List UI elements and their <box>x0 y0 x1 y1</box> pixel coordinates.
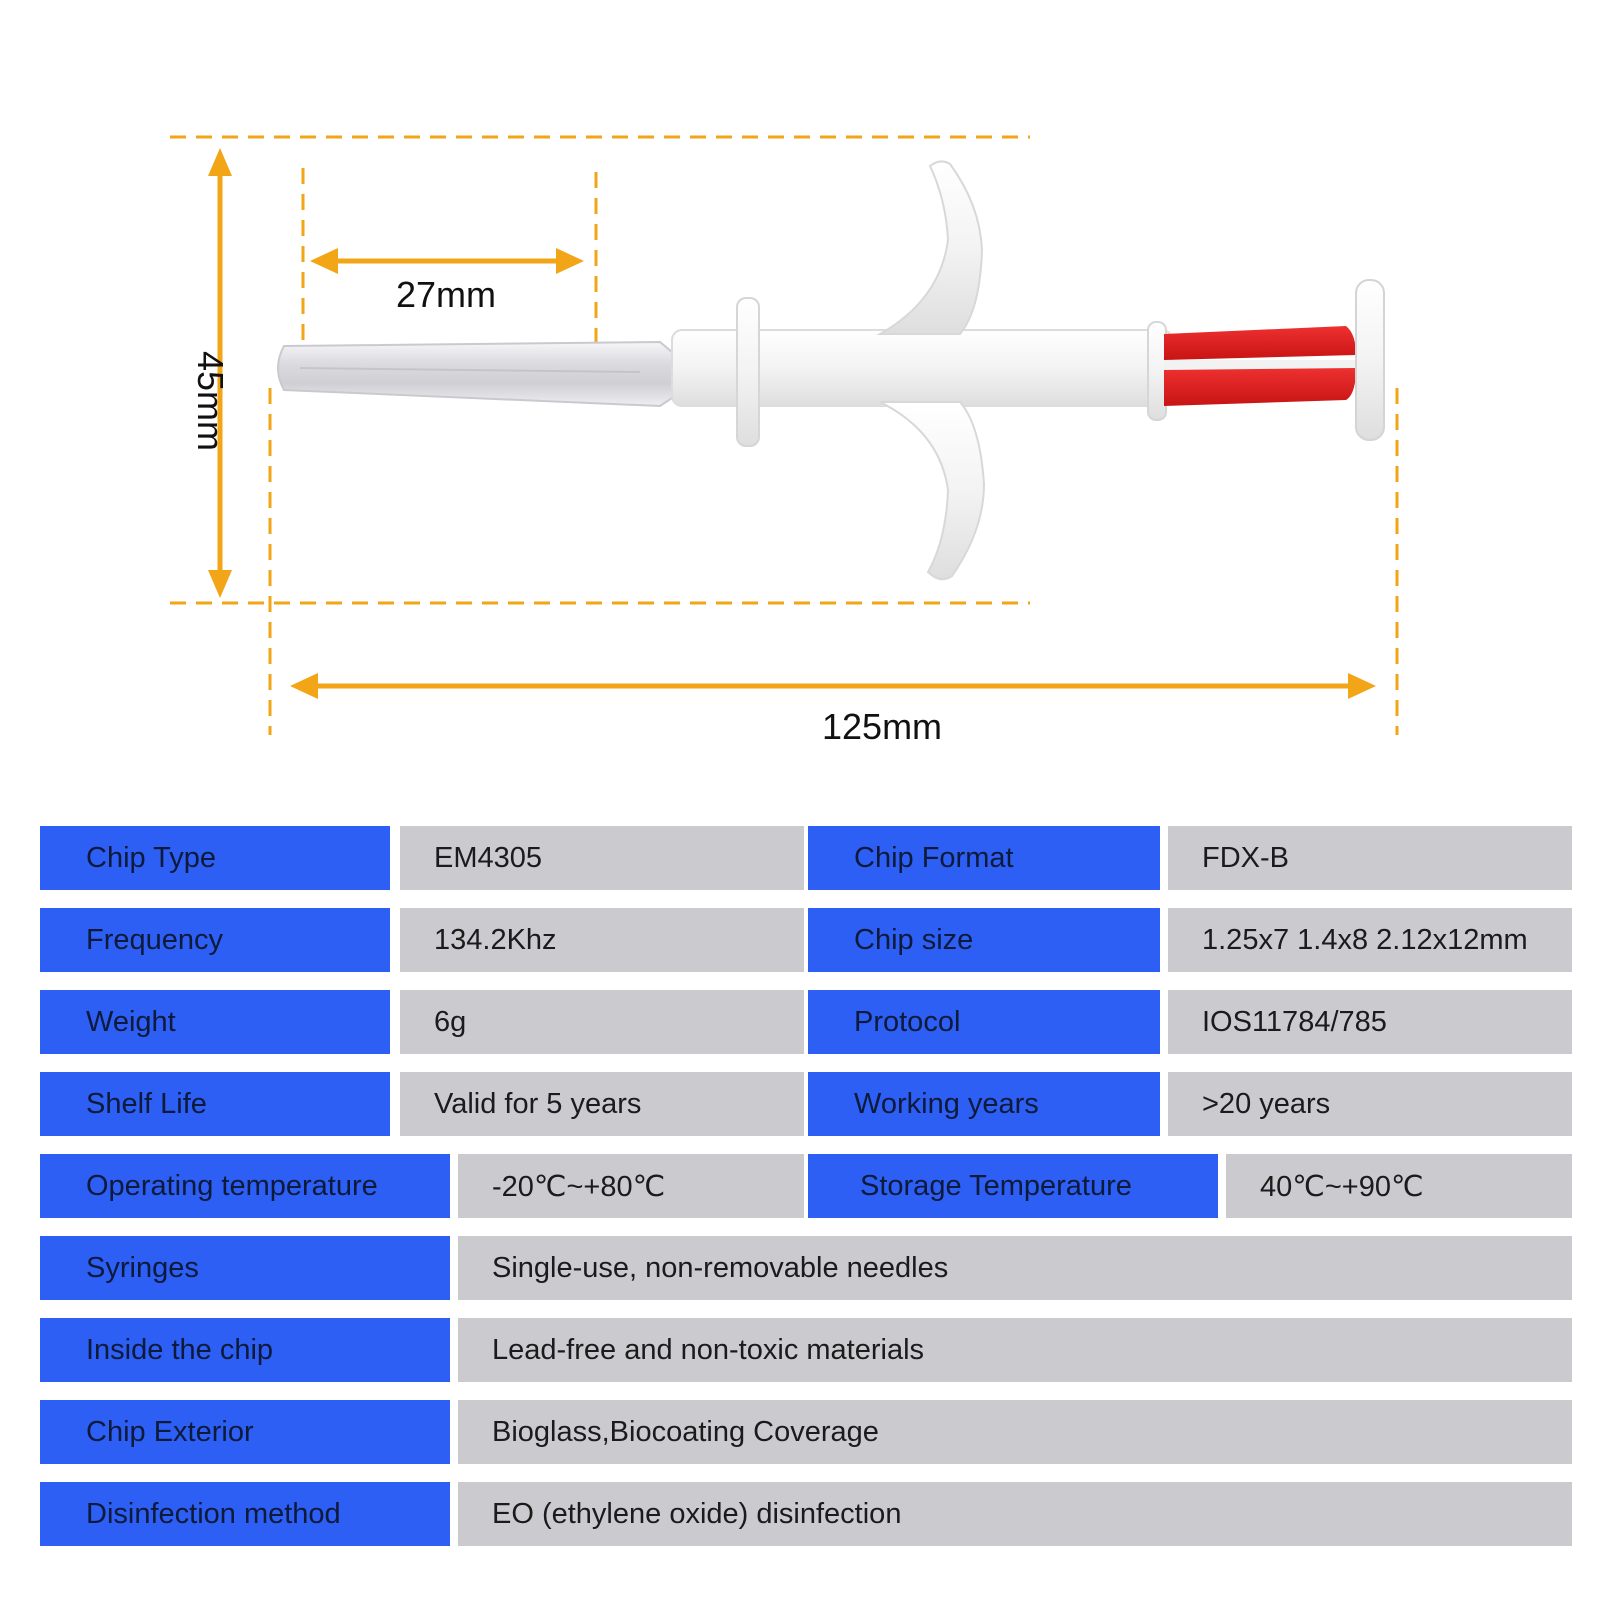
spec-value: IOS11784/785 <box>1168 990 1572 1054</box>
spec-label: Storage Temperature <box>808 1154 1218 1218</box>
spec-label: Chip size <box>808 908 1160 972</box>
spec-label: Chip Exterior <box>40 1400 450 1464</box>
spec-value: EM4305 <box>400 826 804 890</box>
plunger-bottom <box>1164 368 1356 406</box>
finger-grip-bottom <box>879 401 986 581</box>
spec-value: EO (ethylene oxide) disinfection <box>458 1482 1572 1546</box>
spec-label: Inside the chip <box>40 1318 450 1382</box>
height-arrow-top-head <box>208 148 232 176</box>
dimension-guides <box>170 135 1399 735</box>
length-arrow-left-head <box>290 673 318 699</box>
spec-label: Syringes <box>40 1236 450 1300</box>
spec-label: Operating temperature <box>40 1154 450 1218</box>
plunger-gap <box>1164 360 1356 370</box>
plunger-top <box>1164 326 1356 360</box>
spec-value: -20℃~+80℃ <box>458 1154 804 1218</box>
spec-label: Chip Format <box>808 826 1160 890</box>
spec-value: 1.25x7 1.4x8 2.12x12mm <box>1168 908 1572 972</box>
spec-value: 134.2Khz <box>400 908 804 972</box>
spec-value: FDX-B <box>1168 826 1572 890</box>
spec-value: Valid for 5 years <box>400 1072 804 1136</box>
spec-label: Chip Type <box>40 826 390 890</box>
spec-value: Lead-free and non-toxic materials <box>458 1318 1572 1382</box>
thumb-pad <box>1355 279 1385 441</box>
dimension-arrows <box>208 148 1376 699</box>
needle-length-label: 27mm <box>396 274 497 315</box>
spec-value: 40℃~+90℃ <box>1226 1154 1572 1218</box>
spec-value: >20 years <box>1168 1072 1572 1136</box>
height-label: 45mm <box>190 350 232 452</box>
spec-value: Bioglass,Biocoating Coverage <box>458 1400 1572 1464</box>
spec-label: Disinfection method <box>40 1482 450 1546</box>
front-flange <box>736 297 760 447</box>
spec-label: Frequency <box>40 908 390 972</box>
total-length-label: 125mm <box>822 706 943 747</box>
rear-flange <box>1147 321 1167 421</box>
needle-cap <box>277 340 673 408</box>
spec-label: Shelf Life <box>40 1072 390 1136</box>
spec-label: Protocol <box>808 990 1160 1054</box>
length-arrow-right-head <box>1348 673 1376 699</box>
spec-label: Working years <box>808 1072 1160 1136</box>
finger-grip-top <box>876 160 984 335</box>
syringe-illustration <box>277 160 1385 581</box>
spec-value: 6g <box>400 990 804 1054</box>
spec-value: Single-use, non-removable needles <box>458 1236 1572 1300</box>
height-arrow-bottom-head <box>208 570 232 598</box>
syringe-dimension-diagram <box>170 135 1399 735</box>
needle-arrow-right-head <box>556 248 584 274</box>
needle-arrow-left-head <box>310 248 338 274</box>
spec-label: Weight <box>40 990 390 1054</box>
